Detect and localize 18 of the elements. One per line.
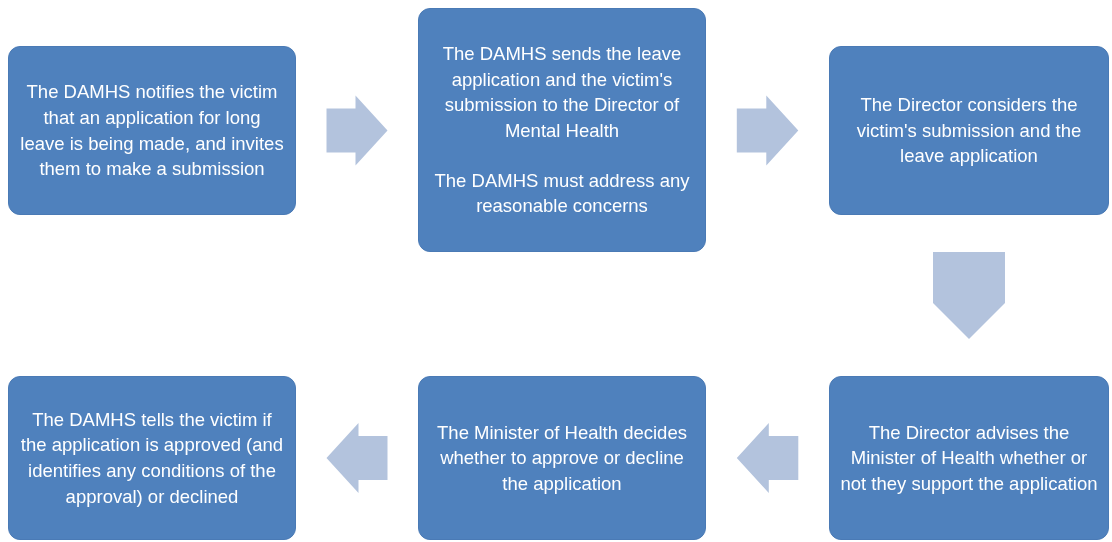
step-text: The Minister of Health decides whether to approve or decline the application: [436, 420, 688, 496]
block-arrow: [736, 95, 799, 166]
process-box: [8, 46, 296, 215]
block-arrow: [933, 252, 1005, 339]
step-text: The Director advises the Minister of Health whether or not they support the application: [840, 420, 1098, 496]
block-arrow: [736, 423, 799, 493]
block-arrow: [326, 95, 388, 166]
process-box: [418, 8, 706, 252]
step-text: The DAMHS sends the leave application and the victim's submission to the Director of Mental Health: [441, 42, 683, 143]
block-arrow: [326, 423, 388, 493]
process-box: [829, 46, 1109, 215]
step-text: The Director considers the victim's submission and the leave application: [855, 93, 1083, 169]
process-box: [829, 376, 1109, 540]
step-text: The DAMHS must address any reasonable concerns: [433, 168, 691, 219]
process-box: [418, 376, 706, 540]
step-text: The DAMHS tells the victim if the application is approved (and identifies any conditions of the approval) or declined: [19, 407, 285, 509]
process-box: [8, 376, 296, 540]
step-text: The DAMHS notifies the victim that an application for long leave is being made, and invites them to make a submission: [19, 80, 285, 181]
